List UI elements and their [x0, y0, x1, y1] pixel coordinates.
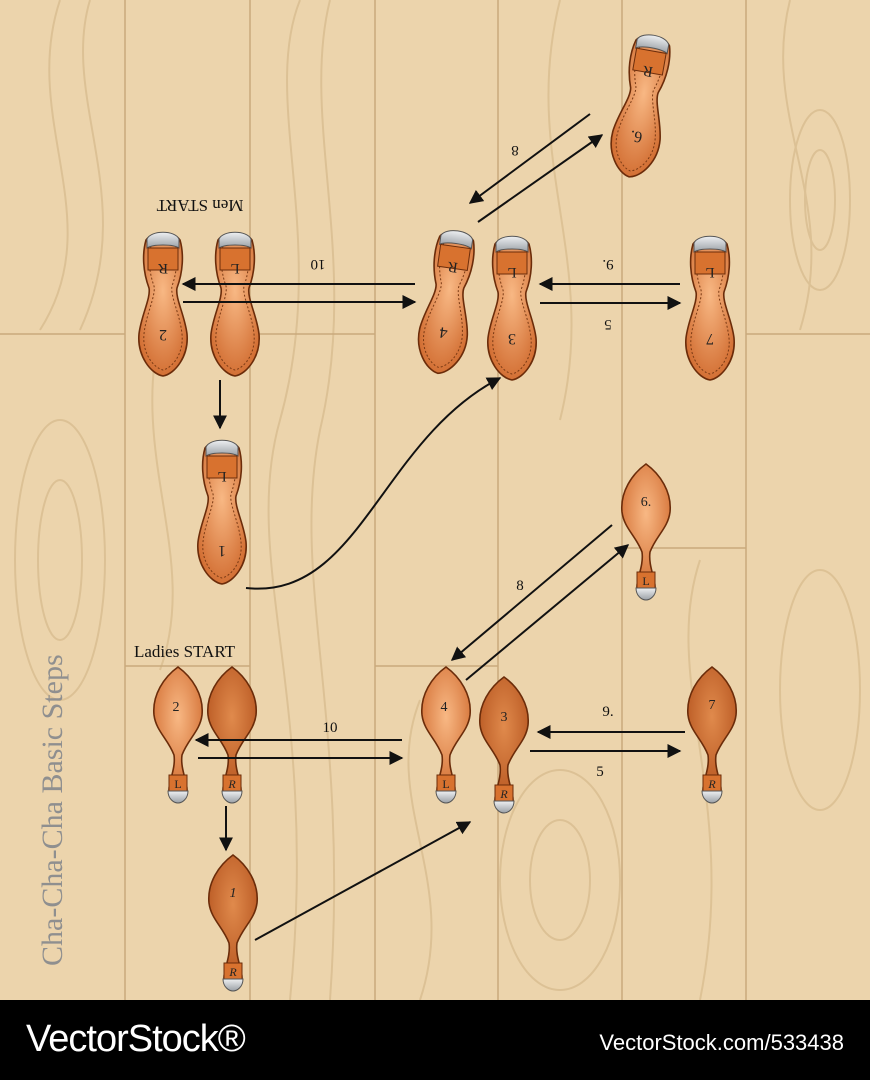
men-step-2-foot: R	[158, 260, 168, 276]
men-arrow-8	[468, 113, 591, 204]
men-step-7: L 7	[685, 235, 735, 381]
watermark-id: VectorStock.com/533438	[599, 1030, 844, 1055]
ladies-step-2-number: 2	[173, 700, 180, 715]
ladies-arrow-to-6	[465, 544, 630, 681]
ladies-step-6-number: 6.	[641, 495, 652, 510]
men-step-4-number: 4	[438, 323, 448, 341]
men-step-4-foot: R	[447, 258, 459, 275]
ladies-arrows	[194, 524, 685, 941]
men-arrows	[181, 113, 682, 590]
men-arrow-9-label: 9.	[602, 256, 613, 272]
floor-background	[0, 0, 870, 1000]
plank-grain	[14, 0, 861, 1000]
men-step-6-foot: R	[642, 62, 655, 79]
men-group: Men START R 2 L L 1 R 4	[138, 30, 735, 590]
ladies-step-4-number: 4	[441, 700, 448, 715]
men-step-4: R 4	[412, 226, 483, 378]
men-arrow-5-label: 5	[604, 316, 612, 332]
men-step-7-number: 7	[706, 330, 714, 347]
ladies-step-7-number: 7	[709, 698, 716, 713]
ladies-step-7: 7 R	[686, 666, 738, 804]
men-step-1-number: 1	[218, 542, 226, 559]
ladies-start-label: Ladies START	[134, 642, 236, 661]
men-step-2: R 2	[138, 231, 188, 377]
ladies-arrow-5-label: 5	[596, 764, 604, 780]
ladies-step-4: 4 L	[420, 666, 472, 804]
ladies-arrow-diagonal	[254, 821, 472, 941]
men-arrow-8-label: 8	[511, 142, 519, 158]
ladies-step-6-foot: L	[642, 574, 649, 588]
ladies-step-2-foot: L	[174, 777, 181, 791]
men-step-3-foot: L	[507, 264, 516, 280]
ladies-arrow-10-label: 10	[323, 720, 338, 736]
men-step-7-foot: L	[705, 264, 714, 280]
wood-floor: Men START R 2 L L 1 R 4	[0, 0, 870, 1000]
men-step-6: R 6.	[604, 30, 679, 182]
ladies-step-r-start: R	[206, 666, 258, 804]
men-step-1: L 1	[197, 439, 247, 585]
men-step-1-foot: L	[217, 468, 226, 484]
men-step-3-number: 3	[508, 330, 516, 347]
men-start-foot: L	[230, 260, 239, 276]
ladies-arrow-8	[450, 524, 613, 661]
ladies-step-3: 3 R	[478, 676, 530, 814]
ladies-step-1: 1 R	[207, 854, 259, 992]
men-start-label: Men START	[156, 196, 243, 215]
men-arrow-10-label: 10	[311, 256, 326, 272]
watermark-bar	[0, 1000, 870, 1080]
ladies-step-3-number: 3	[501, 710, 508, 725]
men-step-l-start: L	[210, 231, 260, 377]
ladies-step-6: 6. L	[620, 463, 672, 601]
ladies-group: Ladies START 2 L R 1 R 4 L	[134, 463, 738, 992]
ladies-step-1-foot: R	[228, 965, 237, 979]
watermark-logo: VectorStock®	[26, 1018, 246, 1060]
diagram-title: Cha-Cha-Cha Basic Steps	[36, 654, 69, 966]
ladies-step-1-number: 1	[230, 886, 237, 901]
men-arrow-to-6	[477, 134, 604, 223]
ladies-arrow-9-label: 9.	[602, 704, 613, 720]
men-arrow-curve	[245, 377, 502, 590]
ladies-step-2: 2 L	[152, 666, 204, 804]
ladies-step-3-foot: R	[499, 787, 508, 801]
ladies-step-4-foot: L	[442, 777, 449, 791]
men-step-6-number: 6.	[629, 127, 644, 146]
ladies-arrow-8-label: 8	[516, 578, 524, 594]
ladies-step-7-foot: R	[707, 777, 716, 791]
men-step-3: L 3	[487, 235, 537, 381]
ladies-start-foot: R	[227, 777, 236, 791]
men-step-2-number: 2	[159, 326, 167, 343]
